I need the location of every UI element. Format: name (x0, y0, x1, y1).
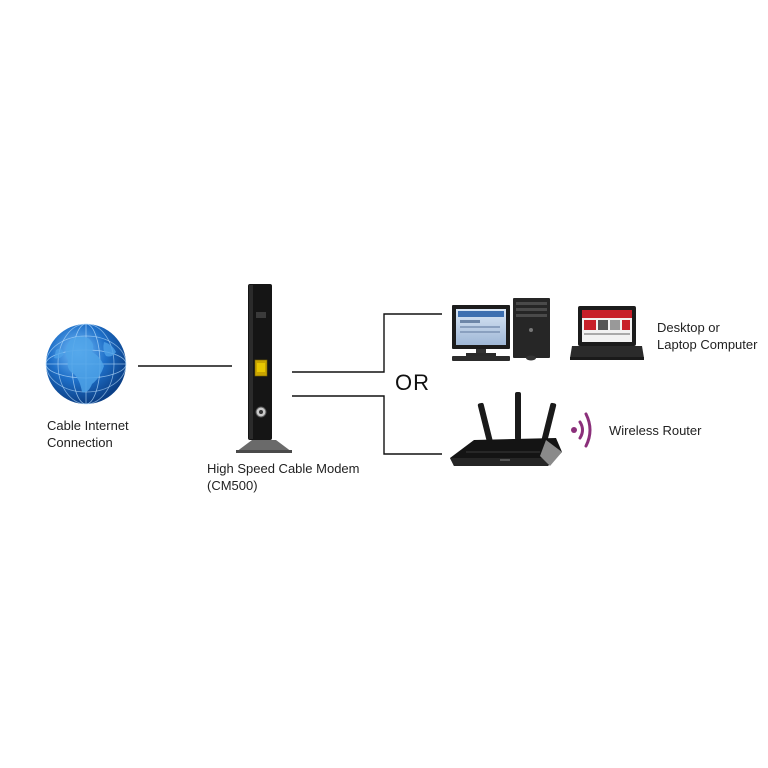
internet-label: Cable Internet Connection (47, 417, 129, 451)
wifi-signal-icon (571, 412, 592, 448)
wireless-router-icon (450, 392, 562, 466)
line-modem-to-router (292, 395, 442, 455)
globe-icon (45, 323, 127, 405)
modem-label-line2: (CM500) (207, 478, 258, 493)
laptop-icon (570, 306, 644, 360)
router-label-line1: Wireless Router (609, 423, 702, 438)
line-modem-to-computer (292, 313, 442, 373)
connection-lines (138, 313, 442, 455)
internet-label-line2: Connection (47, 435, 113, 450)
modem-label-line1: High Speed Cable Modem (207, 461, 360, 476)
desktop-icon (452, 298, 550, 361)
modem-label: High Speed Cable Modem (CM500) (207, 460, 359, 494)
computer-label-line2: Laptop Computer (657, 337, 758, 352)
internet-label-line1: Cable Internet (47, 418, 129, 433)
router-label: Wireless Router (609, 422, 701, 439)
computer-label: Desktop or Laptop Computer (657, 319, 757, 353)
computer-label-line1: Desktop or (657, 320, 720, 335)
cable-modem-icon (236, 284, 292, 453)
or-connector-label: OR (395, 370, 430, 395)
